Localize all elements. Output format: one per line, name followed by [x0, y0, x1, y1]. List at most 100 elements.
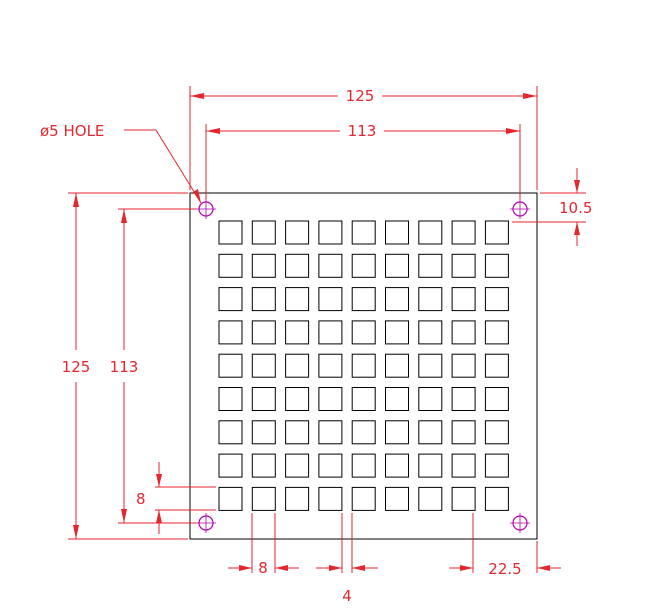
square-hole	[484, 220, 509, 245]
dimension-hole-offset: 10.5	[512, 168, 592, 246]
square-hole	[318, 287, 343, 312]
square-hole	[418, 420, 443, 445]
dimension-overall-height: 125	[62, 192, 188, 540]
square-hole	[218, 387, 243, 411]
square-hole	[385, 253, 409, 278]
square-hole	[318, 453, 343, 478]
square-hole	[351, 387, 376, 411]
square-hole	[318, 486, 343, 511]
dimension-gap: 4	[316, 513, 378, 605]
square-hole	[251, 353, 276, 378]
square-hole	[351, 486, 376, 511]
square-hole	[451, 453, 476, 478]
square-hole	[484, 420, 509, 445]
square-hole	[318, 387, 343, 411]
square-hole-grid	[218, 220, 509, 511]
square-hole	[351, 253, 376, 278]
square-hole	[418, 486, 443, 511]
hole-note: ø5 HOLE	[40, 122, 202, 204]
square-hole	[385, 486, 409, 511]
dimension-label-hole-spacing-y: 113	[110, 358, 139, 376]
square-hole	[418, 353, 443, 378]
square-hole	[351, 420, 376, 445]
square-hole	[218, 253, 243, 278]
square-hole	[484, 353, 509, 378]
square-hole	[351, 287, 376, 312]
square-hole	[251, 420, 276, 445]
dimension-label-square-size-vertical: 8	[136, 490, 146, 508]
square-hole	[351, 320, 376, 345]
dimension-label-hole-offset: 10.5	[559, 199, 592, 217]
square-hole	[218, 453, 243, 478]
dimension-edge-margin: 22.5	[449, 513, 561, 578]
mounting-hole-top-left	[196, 199, 216, 219]
square-hole	[218, 353, 243, 378]
dimension-square-size-vertical: 8	[136, 462, 216, 534]
square-hole	[251, 220, 276, 245]
dimension-label-hole-spacing-x: 113	[348, 122, 377, 140]
square-hole	[418, 220, 443, 245]
square-hole	[251, 486, 276, 511]
hole-note-label: ø5 HOLE	[40, 122, 104, 140]
mounting-holes	[196, 199, 530, 533]
square-hole	[218, 287, 243, 312]
dimension-hole-spacing-y: 113	[110, 208, 196, 524]
square-hole	[285, 320, 310, 345]
square-hole	[451, 220, 476, 245]
square-hole	[351, 220, 376, 245]
square-hole	[218, 320, 243, 345]
square-hole	[385, 287, 409, 312]
dimension-label-overall-height: 125	[62, 358, 91, 376]
square-hole	[484, 287, 509, 312]
square-hole	[285, 287, 310, 312]
square-hole	[218, 220, 243, 245]
dimension-label-square-size-horizontal: 8	[258, 559, 268, 577]
dimension-square-size-horizontal: 8	[228, 513, 299, 577]
square-hole	[484, 453, 509, 478]
square-hole	[451, 320, 476, 345]
square-hole	[484, 486, 509, 511]
square-hole	[318, 253, 343, 278]
square-hole	[285, 486, 310, 511]
square-hole	[251, 387, 276, 411]
square-hole	[385, 320, 409, 345]
square-hole	[218, 420, 243, 445]
square-hole	[418, 320, 443, 345]
square-hole	[285, 453, 310, 478]
square-hole	[484, 253, 509, 278]
square-hole	[285, 387, 310, 411]
square-hole	[218, 486, 243, 511]
square-hole	[285, 220, 310, 245]
square-hole	[351, 453, 376, 478]
square-hole	[251, 287, 276, 312]
mounting-hole-bottom-right	[510, 513, 530, 533]
square-hole	[251, 453, 276, 478]
square-hole	[251, 320, 276, 345]
square-hole	[484, 387, 509, 411]
square-hole	[385, 453, 409, 478]
dimension-label-edge-margin: 22.5	[488, 560, 521, 578]
square-hole	[451, 486, 476, 511]
square-hole	[351, 353, 376, 378]
square-hole	[251, 253, 276, 278]
square-hole	[385, 220, 409, 245]
dimension-hole-spacing-x: 113	[205, 122, 521, 200]
square-hole	[285, 253, 310, 278]
dimension-label-overall-width: 125	[346, 87, 375, 105]
square-hole	[385, 420, 409, 445]
square-hole	[385, 387, 409, 411]
square-hole	[385, 353, 409, 378]
square-hole	[418, 253, 443, 278]
square-hole	[285, 420, 310, 445]
mounting-hole-top-right	[510, 199, 530, 219]
square-hole	[451, 287, 476, 312]
square-hole	[418, 287, 443, 312]
square-hole	[318, 420, 343, 445]
square-hole	[451, 387, 476, 411]
mounting-hole-bottom-left	[196, 513, 216, 533]
square-hole	[451, 420, 476, 445]
square-hole	[418, 453, 443, 478]
dimension-label-gap: 4	[342, 587, 352, 605]
square-hole	[451, 353, 476, 378]
